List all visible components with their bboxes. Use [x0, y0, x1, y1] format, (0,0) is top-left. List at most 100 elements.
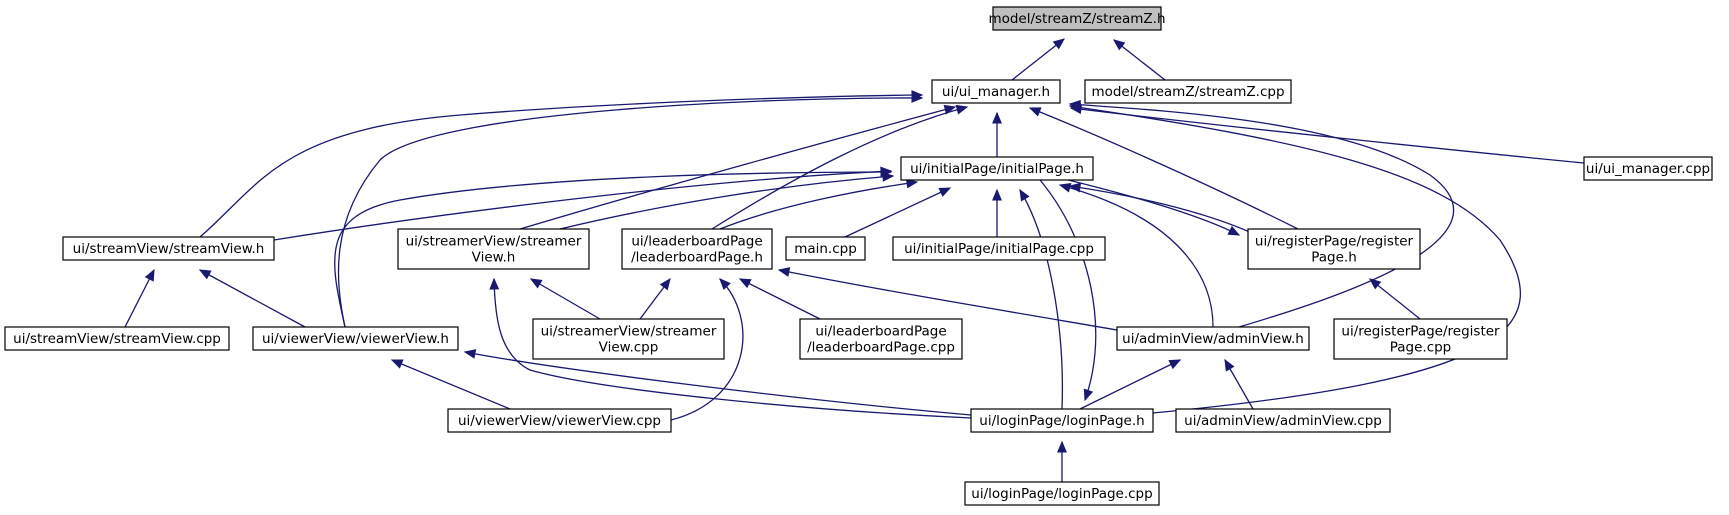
node-label: /leaderboardPage.cpp — [807, 340, 955, 356]
edge-registerPage_h-to-ui_manager_h — [1028, 107, 1299, 230]
node-leaderboardPage_cpp[interactable]: ui/leaderboardPage/leaderboardPage.cpp — [799, 318, 963, 360]
node-box — [892, 236, 1106, 261]
node-leaderboardPage_h[interactable]: ui/leaderboardPage/leaderboardPage.h — [621, 228, 773, 270]
node-box — [964, 481, 1160, 506]
edge-line — [337, 97, 923, 328]
node-box — [1116, 326, 1310, 351]
edge-arrowhead — [938, 187, 952, 197]
edge-line — [493, 278, 972, 419]
edge-viewerView_cpp-to-leaderboardPage_h — [670, 278, 744, 421]
node-viewerView_h[interactable]: ui/viewerView/viewerView.h — [252, 326, 459, 351]
node-label: ui/streamerView/streamer — [541, 324, 717, 340]
node-streamView_h[interactable]: ui/streamView/streamView.h — [62, 236, 275, 261]
node-box — [1333, 318, 1508, 360]
edge-arrowhead — [659, 277, 671, 291]
edge-viewerView_h-to-ui_manager_h — [337, 92, 924, 328]
node-box — [252, 326, 459, 351]
edge-main_cpp-to-initialPage_h — [844, 187, 952, 238]
edge-arrowhead — [489, 277, 500, 290]
node-box — [992, 6, 1162, 31]
node-viewerView_cpp[interactable]: ui/viewerView/viewerView.cpp — [447, 408, 672, 433]
edge-adminView_h-to-leaderboardPage_h — [777, 267, 1118, 331]
node-streamerView_h[interactable]: ui/streamerView/streamerView.h — [397, 228, 590, 270]
edge-line — [1069, 185, 1253, 234]
node-label: ui/ui_manager.cpp — [1586, 161, 1710, 177]
node-box — [1583, 156, 1713, 181]
node-label: View.h — [472, 250, 516, 266]
node-registerPage_cpp[interactable]: ui/registerPage/registerPage.cpp — [1333, 318, 1508, 360]
edge-line — [464, 351, 972, 416]
edge-leaderboardPage_cpp-to-leaderboardPage_h — [738, 278, 821, 320]
edge-initialPage_h-to-registerPage_h — [1059, 177, 1241, 236]
edge-arrowhead — [1083, 388, 1094, 402]
edge-arrowhead — [463, 349, 477, 359]
node-main_cpp[interactable]: main.cpp — [785, 236, 866, 261]
node-initialPage_cpp[interactable]: ui/initialPage/initialPage.cpp — [892, 236, 1106, 261]
node-box — [799, 318, 963, 360]
node-streamView_cpp[interactable]: ui/streamView/streamView.cpp — [4, 326, 230, 351]
edge-leaderboardPage_h-to-initialPage_h — [719, 178, 919, 230]
edge-loginPage_h-to-initialPage_h — [1019, 188, 1064, 410]
edge-line — [778, 269, 1118, 331]
edge-streamView_h-to-ui_manager_h — [199, 90, 924, 238]
edge-line — [1369, 278, 1421, 320]
node-registerPage_h[interactable]: ui/registerPage/registerPage.h — [1247, 228, 1421, 270]
node-ui_manager_cpp[interactable]: ui/ui_manager.cpp — [1583, 156, 1713, 181]
edge-line — [273, 170, 892, 241]
edge-line — [1069, 105, 1522, 414]
node-box — [785, 236, 866, 261]
edge-initialPage_h-to-ui_manager_h — [992, 111, 1002, 157]
edge-arrowhead — [390, 359, 404, 369]
edge-streamerView_cpp-to-leaderboardPage_h — [639, 277, 671, 320]
edges-layer — [124, 38, 1585, 482]
node-box — [4, 326, 230, 351]
edge-loginPage_h-to-adminView_h — [1079, 359, 1182, 410]
node-streamerView_cpp[interactable]: ui/streamerView/streamerView.cpp — [532, 318, 725, 360]
node-label: ui/leaderboardPage — [815, 324, 946, 340]
edge-leaderboardPage_h-to-ui_manager_h — [711, 104, 969, 230]
edge-arrowhead — [1368, 278, 1382, 290]
node-label: ui/ui_manager.h — [942, 84, 1050, 100]
node-box — [621, 228, 773, 270]
edge-arrowhead — [1028, 107, 1042, 117]
edge-line — [559, 175, 894, 230]
node-label: ui/viewerView/viewerView.h — [262, 331, 449, 347]
edge-arrowhead — [198, 269, 212, 280]
edge-line — [1069, 103, 1455, 328]
edge-arrowhead — [1057, 440, 1067, 453]
edge-arrowhead — [144, 268, 155, 282]
edge-arrowhead — [1227, 225, 1241, 236]
node-streamZ_cpp[interactable]: model/streamZ/streamZ.cpp — [1084, 79, 1292, 104]
edge-registerPage_cpp-to-registerPage_h — [1368, 278, 1421, 320]
edge-line — [334, 171, 892, 328]
edge-streamerView_h-to-ui_manager_h — [519, 104, 957, 230]
node-initialPage_h[interactable]: ui/initialPage/initialPage.h — [900, 156, 1094, 181]
edge-viewerView_h-to-streamView_h — [198, 269, 306, 328]
edge-line — [1113, 39, 1166, 81]
edge-arrowhead — [1052, 38, 1066, 50]
node-label: ui/adminView/adminView.cpp — [1184, 413, 1382, 429]
edge-line — [1029, 107, 1299, 230]
node-loginPage_h[interactable]: ui/loginPage/loginPage.h — [970, 408, 1154, 433]
edge-initialPage_cpp-to-initialPage_h — [992, 188, 1002, 237]
node-ui_manager_h[interactable]: ui/ui_manager.h — [931, 79, 1061, 104]
node-label: /leaderboardPage.h — [631, 250, 763, 266]
node-loginPage_cpp[interactable]: ui/loginPage/loginPage.cpp — [964, 481, 1160, 506]
edge-arrowhead — [1112, 39, 1126, 51]
edge-initialPage_h-to-loginPage_h — [1039, 179, 1097, 402]
edge-streamView_cpp-to-streamView_h — [124, 268, 155, 328]
node-label: main.cpp — [794, 241, 857, 257]
edge-line — [1059, 184, 1214, 328]
edge-arrowhead — [992, 111, 1002, 124]
edge-arrowhead — [738, 278, 752, 289]
edge-arrowhead — [719, 278, 731, 291]
node-box — [1084, 79, 1292, 104]
node-adminView_cpp[interactable]: ui/adminView/adminView.cpp — [1175, 408, 1391, 433]
node-adminView_h[interactable]: ui/adminView/adminView.h — [1116, 326, 1310, 351]
node-label: ui/streamView/streamView.cpp — [13, 331, 221, 347]
edge-arrowhead — [1224, 358, 1235, 372]
edge-arrowhead — [529, 278, 543, 289]
edge-adminView_h-to-ui_manager_h — [1068, 99, 1455, 328]
edge-viewerView_cpp-to-viewerView_h — [390, 359, 511, 410]
